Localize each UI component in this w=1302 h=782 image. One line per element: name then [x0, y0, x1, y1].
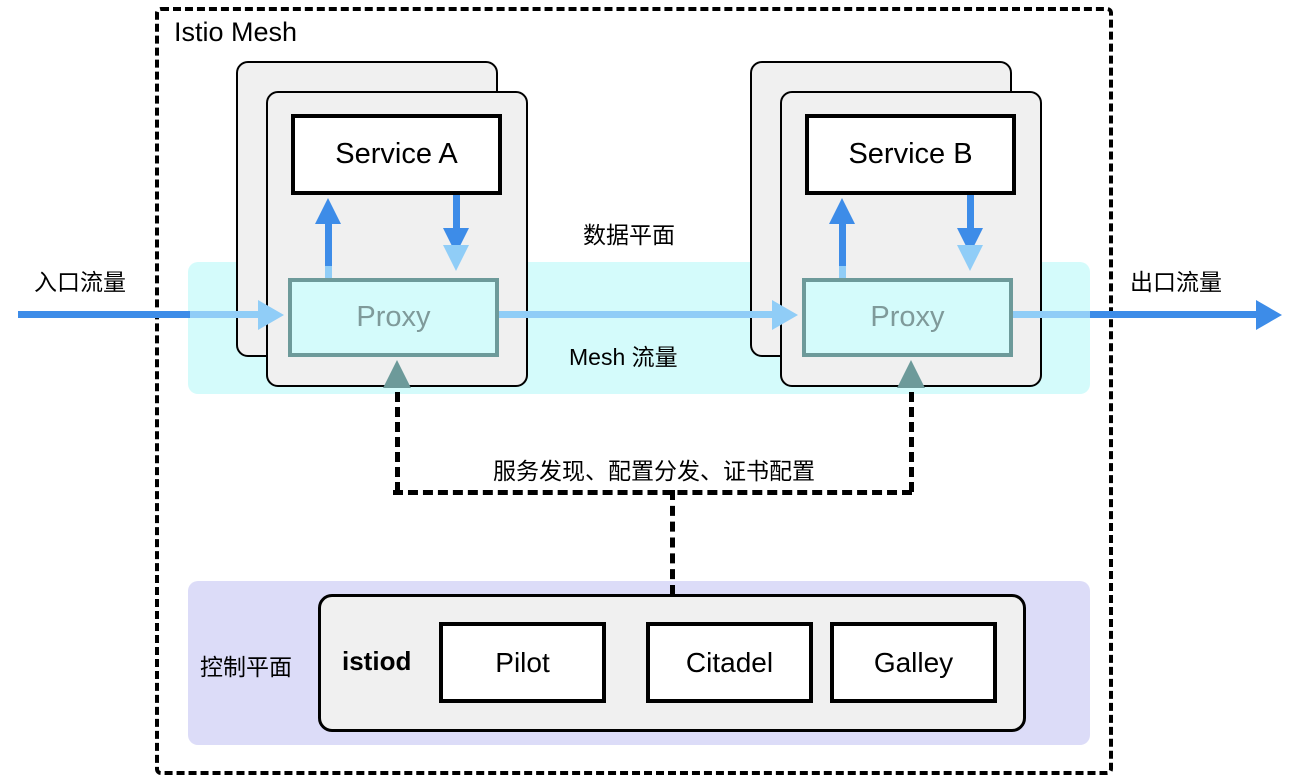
ingress-traffic-line: [18, 311, 193, 318]
istiod-label: istiod: [342, 646, 412, 676]
pod-b-outbound-line: [967, 194, 974, 244]
config-line-to-proxy-a: [395, 392, 400, 492]
proxy-a-config-arrowhead-icon: [383, 360, 411, 388]
proxy-a-box[interactable]: Proxy: [288, 278, 499, 357]
pod-a-inbound-arrowhead-icon: [315, 198, 341, 224]
pod-a-inbound-line-lower: [325, 262, 332, 282]
control-plane-label: 控制平面: [200, 654, 292, 680]
proxy-b-label: Proxy: [870, 301, 945, 333]
pod-a-outbound-line: [453, 194, 460, 244]
config-distribution-label: 服务发现、配置分发、证书配置: [487, 452, 821, 486]
citadel-label: Citadel: [685, 646, 774, 678]
pod-b-inbound-arrowhead-icon: [829, 198, 855, 224]
istiod-component-pilot[interactable]: Pilot: [439, 622, 606, 703]
galley-label: Galley: [873, 646, 954, 678]
config-distribution-bus: [393, 490, 912, 495]
pod-a-inbound-line: [325, 224, 332, 266]
service-b-label: Service B: [848, 138, 973, 170]
pod-b-inbound-line-lower: [839, 262, 846, 282]
mesh-traffic-line: [499, 311, 776, 318]
proxy-a-label: Proxy: [356, 301, 431, 333]
egress-arrowhead-icon: [1256, 300, 1282, 330]
config-line-to-istiod: [670, 490, 675, 595]
mesh-traffic-arrowhead-icon: [772, 300, 798, 330]
pod-b-inbound-line: [839, 224, 846, 266]
pilot-label: Pilot: [495, 646, 550, 678]
mesh-traffic-label: Mesh 流量: [569, 344, 678, 370]
pod-b-outbound-arrowhead-icon: [957, 245, 983, 271]
service-b-box[interactable]: Service B: [805, 114, 1016, 195]
egress-traffic-label: 出口流量: [1130, 269, 1222, 295]
ingress-band-line: [190, 311, 260, 318]
egress-band-line: [1013, 311, 1090, 318]
service-a-label: Service A: [335, 138, 458, 170]
ingress-traffic-label: 入口流量: [34, 269, 126, 295]
proxy-b-config-arrowhead-icon: [897, 360, 925, 388]
mesh-title: Istio Mesh: [174, 17, 298, 47]
data-plane-label: 数据平面: [583, 222, 675, 248]
config-line-to-proxy-b: [909, 392, 914, 492]
pod-a-outbound-arrowhead-icon: [443, 245, 469, 271]
istiod-component-galley[interactable]: Galley: [830, 622, 997, 703]
istio-mesh-boundary: [155, 7, 1113, 775]
ingress-arrowhead-icon: [258, 300, 284, 330]
proxy-b-box[interactable]: Proxy: [802, 278, 1013, 357]
egress-traffic-line: [1088, 311, 1258, 318]
service-a-box[interactable]: Service A: [291, 114, 502, 195]
istiod-component-citadel[interactable]: Citadel: [646, 622, 813, 703]
